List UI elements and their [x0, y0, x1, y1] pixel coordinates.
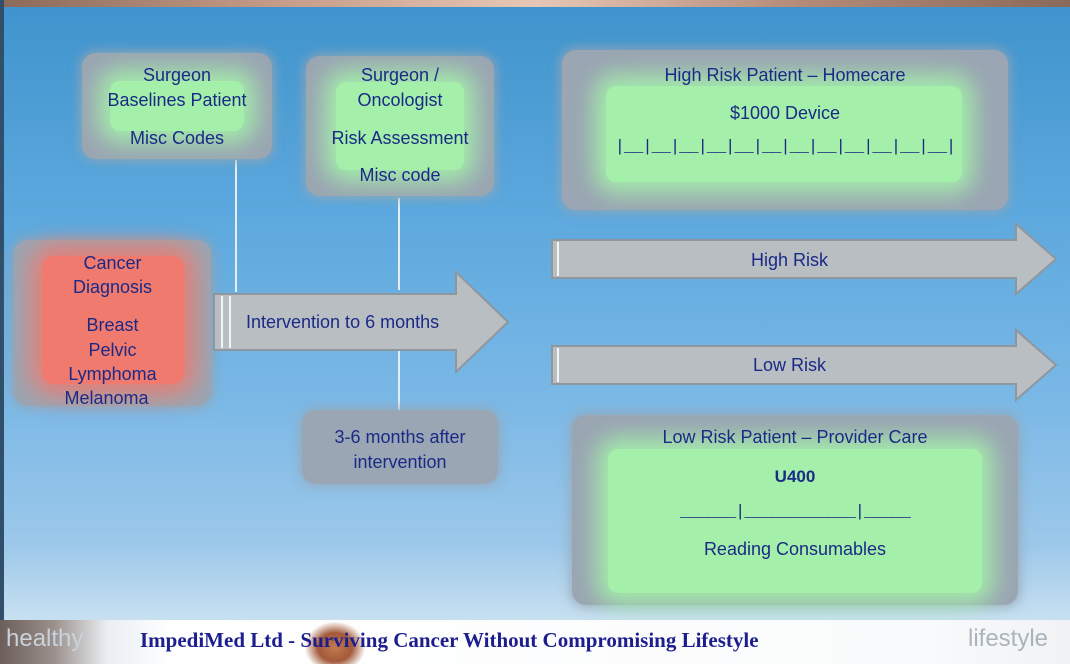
red-glow — [42, 256, 184, 384]
footer-lifestyle-word: lifestyle — [968, 625, 1049, 652]
high-risk-arrow-label: High Risk — [751, 250, 829, 270]
surgeon-label: Surgeon — [142, 65, 212, 85]
months-after-box: 3-6 months after intervention — [302, 410, 498, 484]
runner-figure-image — [305, 622, 365, 664]
green-glow — [110, 81, 244, 131]
reading-scale: ______|____________|_____ — [679, 503, 911, 522]
high-risk-patient-title: High Risk Patient – Homecare — [664, 65, 906, 85]
risk-assessment-label: Risk Assessment — [331, 128, 469, 148]
connector-months-after-line — [398, 350, 400, 410]
low-risk-arrow-label: Low Risk — [753, 355, 827, 375]
diagnosis-label: Diagnosis — [72, 277, 153, 297]
footer-healthy-word: healthy — [6, 625, 84, 652]
left-edge — [0, 0, 4, 620]
breast-label: Breast — [86, 315, 139, 335]
footer-banner — [0, 620, 1070, 664]
surgeon-baseline-box: Surgeon Baselines Patient Misc Codes — [82, 53, 272, 159]
months-after-label: 3-6 months after — [334, 427, 466, 447]
footer-title: ImpediMed Ltd - Surviving Cancer Without… — [140, 628, 759, 652]
device-price-label: $1000 Device — [729, 103, 841, 123]
pelvic-label: Pelvic — [88, 340, 137, 360]
top-decor-strip — [0, 0, 1070, 7]
melanoma-label: Melanoma — [64, 388, 149, 408]
green-glow — [606, 86, 962, 182]
high-risk-arrow — [551, 222, 1058, 296]
green-glow — [336, 82, 464, 170]
reading-consumables-label: Reading Consumables — [703, 539, 887, 559]
intervention-label: intervention — [353, 452, 447, 472]
connector-baseline-line — [235, 160, 237, 292]
connector-risk-assessment-line — [398, 198, 400, 290]
misc-code-label: Misc code — [359, 165, 441, 185]
low-risk-patient-box: Low Risk Patient – Provider Care U400 __… — [572, 415, 1018, 605]
intervention-arrow-label: Intervention to 6 months — [246, 312, 440, 332]
lymphoma-label: Lymphoma — [68, 364, 157, 384]
measurement-scale: |__|__|__|__|__|__|__|__|__|__|__|__| — [614, 138, 956, 157]
cancer-label: Cancer — [83, 253, 142, 273]
low-risk-patient-title: Low Risk Patient – Provider Care — [662, 427, 928, 447]
surgeon-slash-label: Surgeon / — [360, 65, 440, 85]
u400-device-label: U400 — [774, 467, 816, 486]
cancer-diagnosis-box: Cancer Diagnosis Breast Pelvic Lymphoma … — [14, 240, 211, 408]
green-glow — [608, 449, 982, 593]
low-risk-arrow — [551, 328, 1058, 402]
baselines-patient-label: Baselines Patient — [107, 90, 247, 110]
oncologist-label: Oncologist — [357, 90, 443, 110]
surgeon-oncologist-box: Surgeon / Oncologist Risk Assessment Mis… — [306, 56, 494, 196]
misc-codes-label: Misc Codes — [129, 128, 225, 148]
intervention-arrow — [213, 270, 510, 374]
high-risk-patient-box: High Risk Patient – Homecare $1000 Devic… — [562, 50, 1008, 210]
